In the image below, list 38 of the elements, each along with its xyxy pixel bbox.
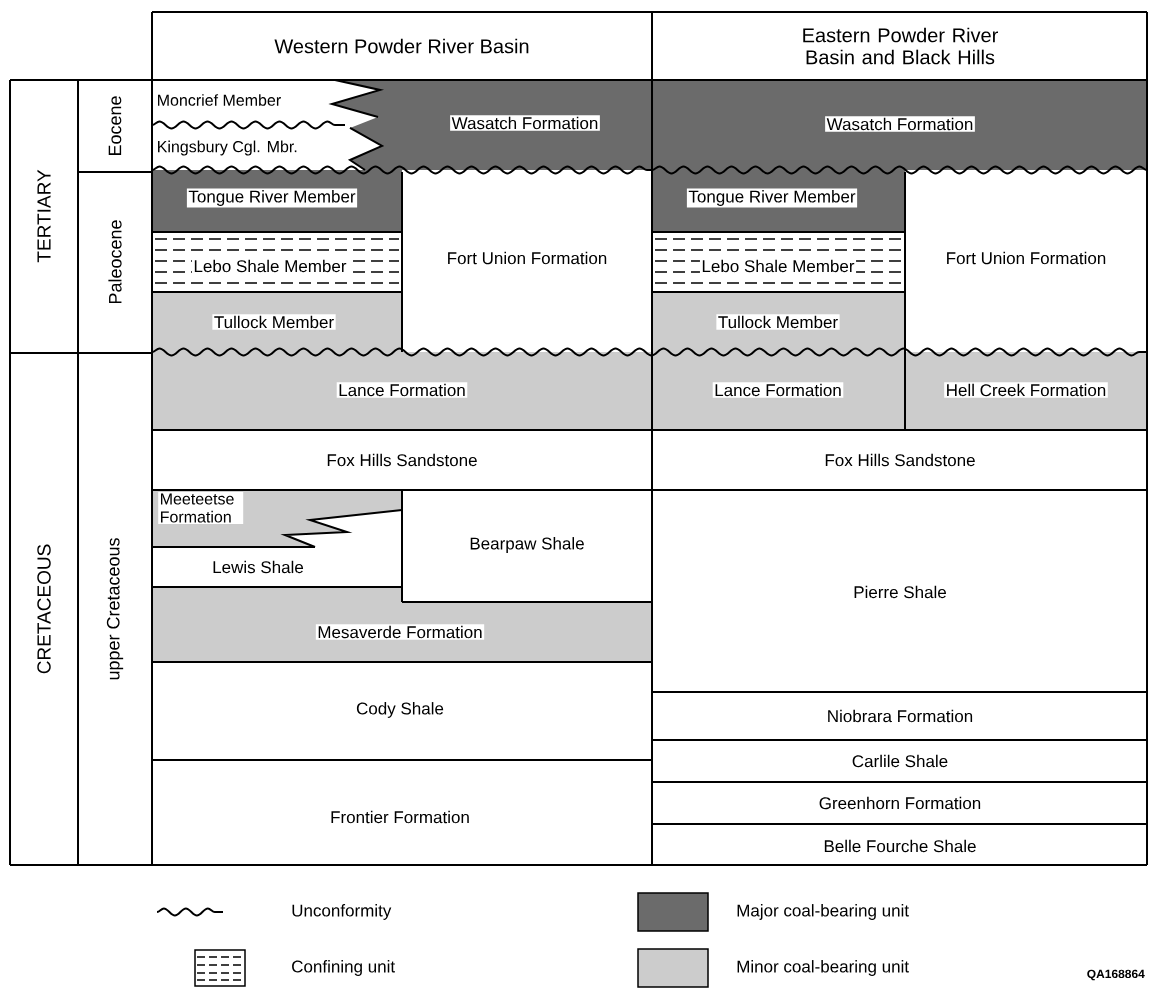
- figure-code: QA168864: [1087, 969, 1145, 981]
- rock-unit: Fox Hills Sandstone: [825, 453, 975, 467]
- legend-label: Confining unit: [292, 960, 395, 976]
- rock-unit: Pierre Shale: [854, 585, 946, 599]
- epoch-label: Paleocene: [108, 220, 122, 304]
- rock-unit: Lebo Shale Member: [152, 232, 402, 292]
- epoch-label: upper Cretaceous: [106, 538, 124, 680]
- rock-unit: Frontier Formation: [331, 810, 469, 824]
- rock-unit: Kingsbury Cgl. Mbr.: [158, 140, 297, 156]
- legend-label: Major coal-bearing unit: [737, 904, 909, 920]
- rock-unit: Wasatch Formation: [332, 80, 652, 170]
- rock-unit: Tullock Member: [152, 292, 402, 352]
- rock-unit: Lebo Shale Member: [652, 232, 905, 292]
- column-header: Western Powder River Basin: [274, 38, 529, 54]
- rock-unit: Greenhorn Formation: [819, 796, 981, 810]
- rock-unit: Fort Union Formation: [448, 251, 607, 265]
- rock-unit: Bearpaw Shale: [470, 537, 584, 553]
- legend-label: Unconformity: [292, 904, 392, 920]
- rock-unit: Mesaverde Formation: [152, 587, 652, 662]
- rock-unit: Belle Fourche Shale: [824, 839, 976, 853]
- rock-unit: Tongue River Member: [652, 170, 905, 232]
- rock-unit: Lewis Shale: [213, 560, 304, 574]
- era-label: TERTIARY: [37, 169, 51, 263]
- legend-label: Minor coal-bearing unit: [737, 960, 909, 976]
- rock-unit: Fox Hills Sandstone: [327, 453, 477, 467]
- rock-unit: Hell Creek Formation: [905, 352, 1147, 430]
- rock-unit: Cody Shale: [356, 702, 444, 718]
- rock-unit: Moncrief Member: [158, 94, 281, 106]
- rock-unit: Lance Formation: [652, 352, 905, 430]
- rock-unit: Tongue River Member: [152, 170, 402, 232]
- rock-unit: Carlile Shale: [852, 754, 948, 768]
- column-header: Eastern Powder River Basin and Black Hills: [803, 27, 998, 65]
- rock-unit: Meeteetse Formation: [152, 490, 402, 547]
- rock-unit: Fort Union Formation: [947, 251, 1106, 265]
- rock-unit: Niobrara Formation: [828, 709, 973, 723]
- epoch-label: Eocene: [108, 96, 122, 156]
- era-label: CRETACEOUS: [37, 544, 51, 674]
- rock-unit: Tullock Member: [652, 292, 905, 352]
